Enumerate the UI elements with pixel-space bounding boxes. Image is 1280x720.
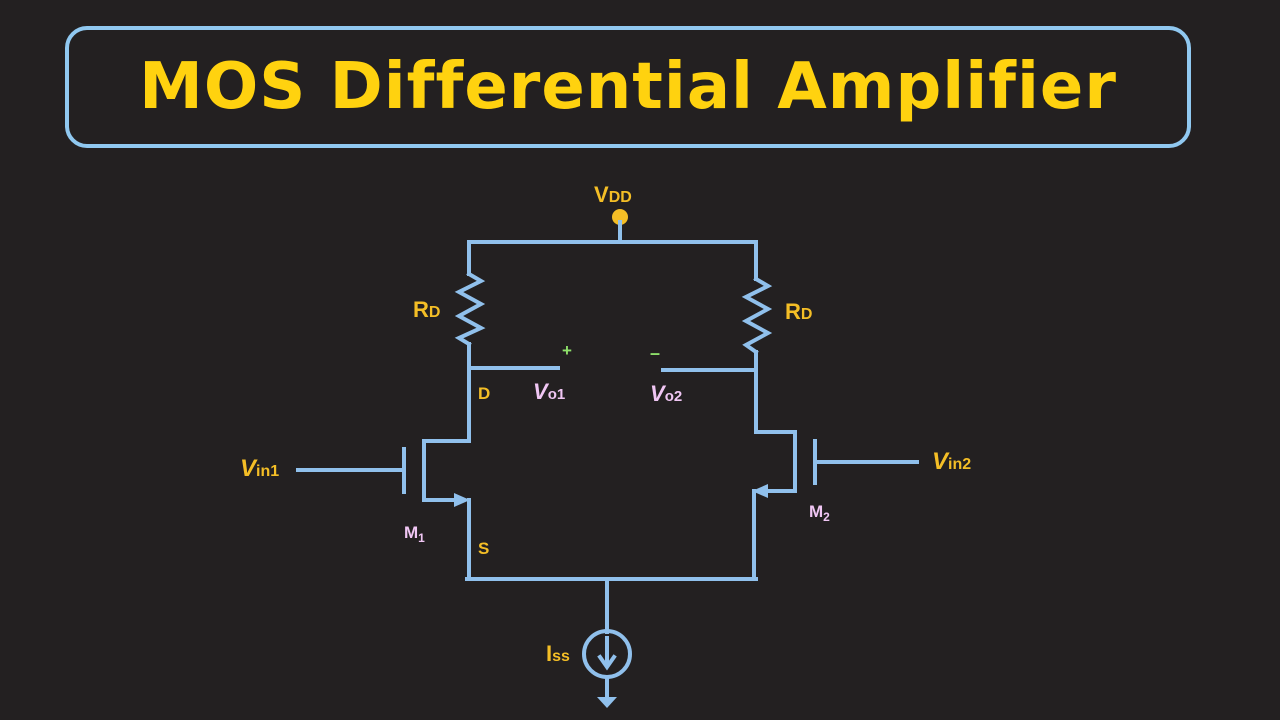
page-title: MOS Differential Amplifier [139, 50, 1117, 124]
vo2-minus-sign: – [650, 343, 660, 363]
left-resistor [454, 271, 486, 347]
ground-arrow [597, 697, 617, 708]
vdd-label: VDD [594, 182, 632, 207]
source-label: S [478, 539, 489, 558]
vin2-label: Vin2 [932, 448, 971, 475]
iss-label: Iss [546, 641, 570, 666]
rd-left-label: RD [413, 297, 440, 322]
vo1-plus-sign: + [562, 341, 572, 360]
m1-label: M1 [404, 523, 425, 545]
drain-label: D [478, 384, 490, 403]
rd-right-label: RD [785, 299, 812, 324]
m2-source-arrow [752, 484, 768, 498]
current-source-arrow-head [597, 654, 617, 671]
title-box: MOS Differential Amplifier [65, 26, 1191, 148]
m1-source-arrow [454, 493, 470, 507]
m2-label: M2 [809, 502, 830, 524]
right-resistor [741, 276, 773, 355]
vo2-label: Vo2 [650, 381, 682, 406]
vin1-label: Vin1 [240, 455, 279, 482]
vo1-label: Vo1 [533, 379, 565, 404]
vdd-node-dot [612, 209, 628, 225]
